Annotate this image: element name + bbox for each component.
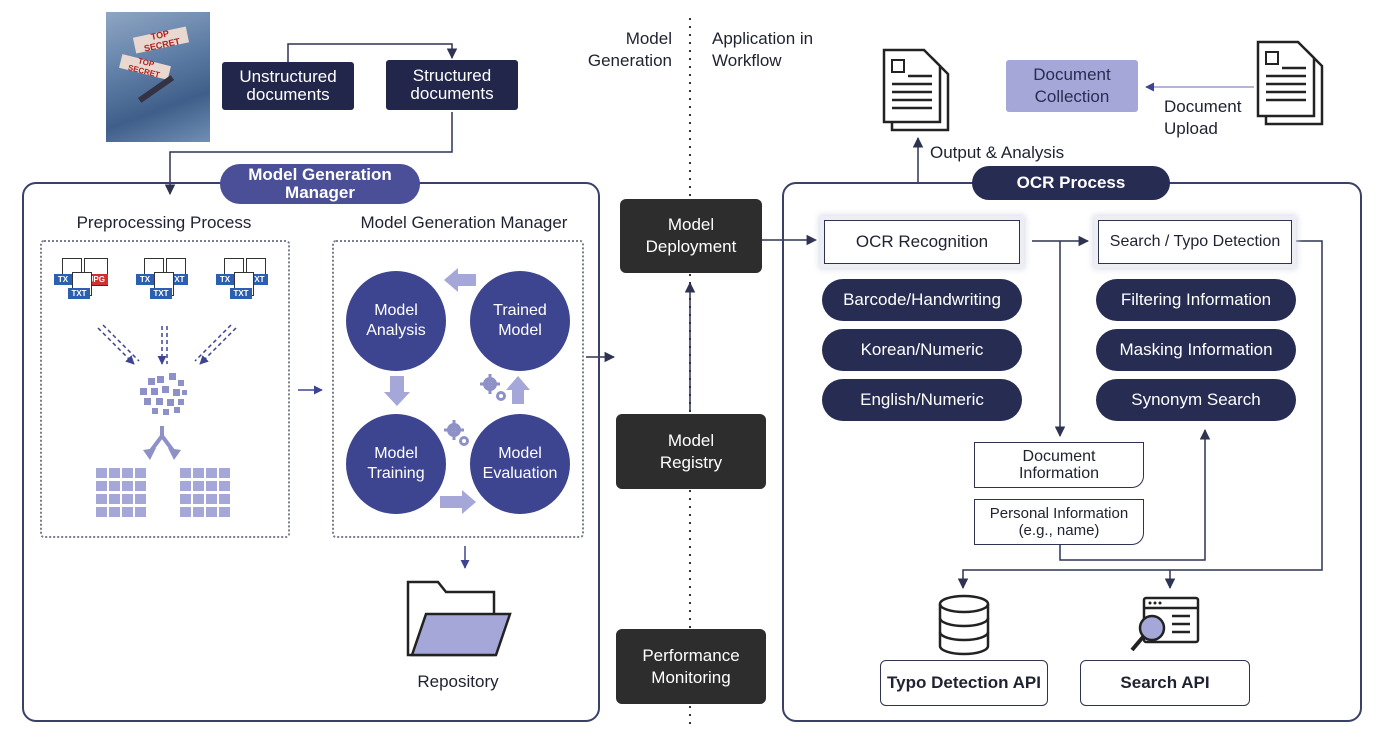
application-workflow-label: Application in Workflow (712, 29, 814, 70)
upload-document-icon (1256, 40, 1324, 126)
ocr-process-header: OCR Process (972, 166, 1170, 200)
document-information-box: Document Information (974, 442, 1144, 488)
folder-icon (406, 580, 512, 657)
model-generation-manager-header: Model Generation Manager (220, 164, 420, 204)
output-analysis-label: Output & Analysis (930, 143, 1065, 162)
model-registry-box: Model Registry (616, 414, 766, 489)
personal-information-box: Personal Information (e.g., name) (974, 499, 1144, 545)
mgm-area (332, 240, 584, 538)
search-to-apis-line (957, 240, 1323, 590)
photo-stamp-2: TOP SECRET (119, 54, 171, 80)
model-evaluation-circle: Model Evaluation (470, 414, 570, 514)
trained-model-circle: Trained Model (470, 271, 570, 371)
english-numeric-pill: English/Numeric (822, 379, 1022, 421)
top-secret-photo: TOP SECRET TOP SECRET (106, 12, 210, 142)
search-api-box: Search API (1080, 660, 1250, 706)
document-upload-label: Document Upload (1164, 97, 1242, 138)
model-deployment-box: Model Deployment (620, 199, 762, 273)
output-document-icon (882, 48, 950, 132)
masking-information-pill: Masking Information (1096, 329, 1296, 371)
file-group-3: TX TXT TXT (216, 258, 276, 304)
preprocessing-area (40, 240, 290, 538)
search-window-icon (1130, 596, 1200, 652)
table-grid-right (180, 468, 230, 517)
txt-badge: TXT (166, 274, 188, 285)
search-typo-detection-box: Search / Typo Detection (1098, 220, 1292, 264)
tx-badge: TX (136, 274, 154, 285)
file-group-2: TX TXT TXT (136, 258, 196, 304)
structured-documents: Structured documents (386, 60, 518, 110)
txt-badge: TXT (150, 288, 172, 299)
typo-detection-api-box: Typo Detection API (880, 660, 1048, 706)
performance-monitoring-box: Performance Monitoring (616, 629, 766, 704)
korean-numeric-pill: Korean/Numeric (822, 329, 1022, 371)
repository-label: Repository (417, 672, 499, 691)
model-analysis-circle: Model Analysis (346, 271, 446, 371)
model-generation-label: Model Generation (587, 29, 672, 70)
tx-badge: TX (54, 274, 72, 285)
jpg-badge: JPG (86, 274, 108, 285)
mgm-title: Model Generation Manager (360, 213, 568, 232)
synonym-search-pill: Synonym Search (1096, 379, 1296, 421)
txt-badge: TXT (68, 288, 90, 299)
data-cluster-icon (140, 373, 187, 415)
personal-to-synonym-arrow (1059, 428, 1211, 561)
database-icon (938, 594, 990, 656)
file-group-1: TX JPG TXT (54, 258, 114, 304)
model-training-circle: Model Training (346, 414, 446, 514)
document-collection-box: Document Collection (1006, 60, 1138, 112)
tx-badge: TX (216, 274, 234, 285)
structured-to-panel-arrow (164, 112, 453, 196)
unstructured-to-structured-arrow (287, 43, 458, 62)
preprocessing-title: Preprocessing Process (76, 213, 252, 232)
photo-stamp: TOP SECRET (132, 26, 190, 54)
preprocessing-flow-arrows (97, 324, 237, 365)
ocr-recognition-box: OCR Recognition (824, 220, 1020, 264)
txt-badge: TXT (246, 274, 268, 285)
barcode-handwriting-pill: Barcode/Handwriting (822, 279, 1022, 321)
cycle-arrows (384, 268, 530, 514)
unstructured-documents: Unstructured documents (222, 62, 354, 110)
filtering-information-pill: Filtering Information (1096, 279, 1296, 321)
table-grid-left (96, 468, 146, 517)
txt-badge: TXT (230, 288, 252, 299)
